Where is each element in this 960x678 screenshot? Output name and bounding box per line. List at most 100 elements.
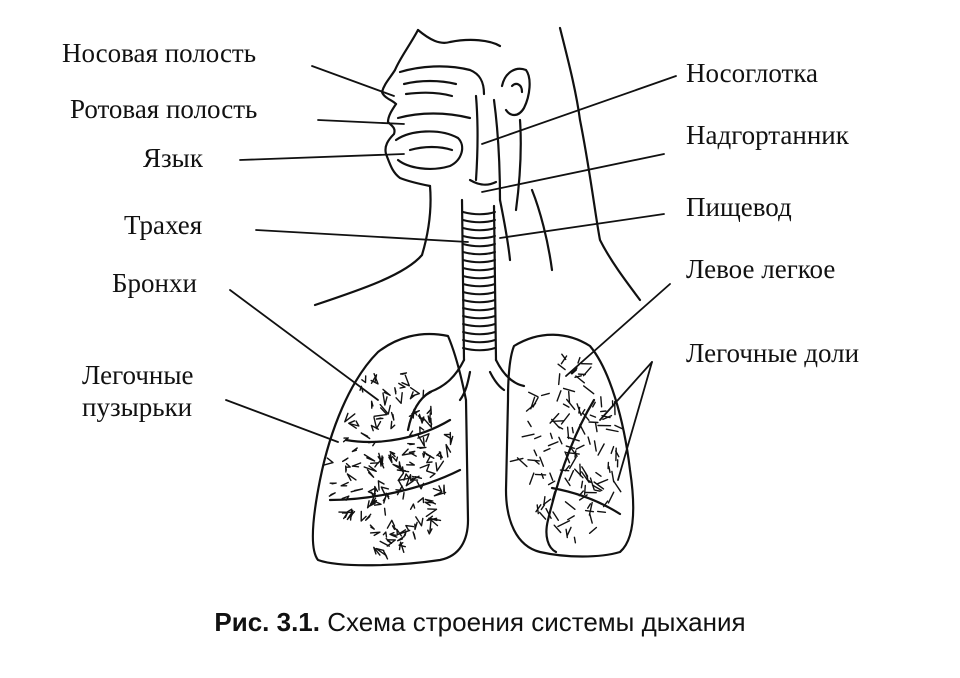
lung-texture-stroke [345,465,347,473]
lung-texture-stroke [527,459,540,462]
label-nasopharynx: Носоглотка [686,58,818,88]
lung-texture-stroke [594,421,598,433]
lung-texture-stroke [396,469,410,473]
lung-texture-stroke [613,480,622,493]
lung-texture-stroke [556,390,562,402]
trachea-ring [462,331,496,336]
lung-texture-stroke [588,501,593,516]
lung-texture-stroke [607,491,615,504]
trachea-ring [462,251,496,256]
lung-texture-stroke [329,482,337,485]
lung-texture-stroke [382,531,388,538]
lung-texture-stroke [419,463,430,472]
lung-texture-stroke [549,472,554,481]
head-outline [313,26,642,307]
lung-texture-stroke [533,449,538,457]
label-esophagus: Пищевод [686,192,792,222]
lung-texture-stroke [547,441,559,447]
lung-texture-stroke [577,356,581,364]
lung-texture-stroke [570,367,578,374]
lung-texture-stroke [593,481,605,490]
lung-texture-stroke [564,451,571,464]
lung-texture-stroke [401,374,410,387]
lung-texture-stroke [597,478,609,485]
lung-texture-stroke [557,363,566,371]
label-nasal-cavity: Носовая полость [62,38,257,68]
lung-texture-stroke [583,484,586,496]
lung-texture-stroke [534,473,547,476]
lung-texture-stroke [532,396,539,408]
trachea-ring [462,339,496,344]
lung-texture-stroke [558,436,563,445]
lung-texture-stroke [395,392,403,404]
lung-texture-stroke [416,480,425,490]
lung-texture-stroke [388,454,393,461]
lung-texture-stroke [398,541,405,553]
lung-texture-stroke [398,461,401,468]
lung-texture-stroke [589,414,597,418]
lung-texture-stroke [373,546,381,556]
lung-texture-stroke [363,465,377,472]
lung-texture-stroke [436,451,442,460]
lung-texture-stroke [602,500,609,508]
lung-texture-stroke [405,474,414,487]
lung-texture-stroke [322,457,334,466]
lung-texture-stroke [588,421,599,424]
lung-texture-stroke [402,492,405,500]
lung-texture-stroke [345,462,351,468]
lung-texture-stroke [566,398,576,411]
lung-texture-stroke [545,507,552,519]
lung-texture-stroke [561,353,567,361]
lung-texture-stroke [351,447,358,453]
lung-texture-stroke [406,461,415,466]
lung-texture-stroke [380,486,390,498]
trachea-ring [462,243,496,248]
lung-texture-stroke [595,471,602,477]
lung-texture-stroke [600,410,607,413]
lung-texture-stroke [521,433,535,438]
lung-texture-stroke [344,412,356,423]
lung-texture-stroke [379,403,391,415]
lung-texture-stroke [382,392,388,406]
lung-texture-stroke [403,473,410,481]
lung-texture-stroke [571,426,574,434]
lung-texture-stroke [396,528,403,537]
lung-texture-stroke [583,385,595,395]
lung-texture-stroke [570,447,578,457]
lung-texture-stroke [591,484,603,492]
lung-texture-stroke [573,536,577,544]
lung-texture-stroke [582,366,592,377]
lung-texture-stroke [588,526,598,534]
lung-texture-stroke [557,520,571,528]
lung-texture-stroke [587,503,592,509]
trachea-ring [462,211,496,216]
left-lung-shape [504,333,635,558]
lung-texture-stroke [527,420,532,428]
trachea-ring [462,347,496,352]
lung-texture-stroke [552,511,559,521]
lung-texture-stroke [340,481,349,487]
label-epiglottis: Надгортанник [686,120,849,150]
lung-texture-stroke [397,529,411,535]
lung-texture-stroke [530,396,536,410]
lung-texture-stroke [565,528,568,539]
lung-texture-stroke [432,485,443,493]
lung-texture-stroke [369,524,375,530]
lung-texture-stroke [403,530,407,538]
lung-texture-stroke [553,524,562,534]
lung-texture-stroke [385,492,390,500]
lung-texture-stroke [589,513,593,524]
lung-texture-stroke [377,480,385,491]
label-lung-lobes: Легочные доли [686,338,860,368]
lung-texture-stroke [373,416,382,430]
lung-texture-stroke [560,355,568,365]
right-lung-shape [311,332,470,567]
lung-texture-stroke [410,474,414,482]
lung-texture-stroke [445,443,452,458]
lung-texture-stroke [562,387,576,393]
lung-texture-stroke [426,455,433,464]
lung-texture-stroke [360,510,367,522]
lung-texture-stroke [409,387,420,397]
lung-texture-stroke [565,445,575,449]
label-left-lung: Левое легкое [686,254,836,284]
